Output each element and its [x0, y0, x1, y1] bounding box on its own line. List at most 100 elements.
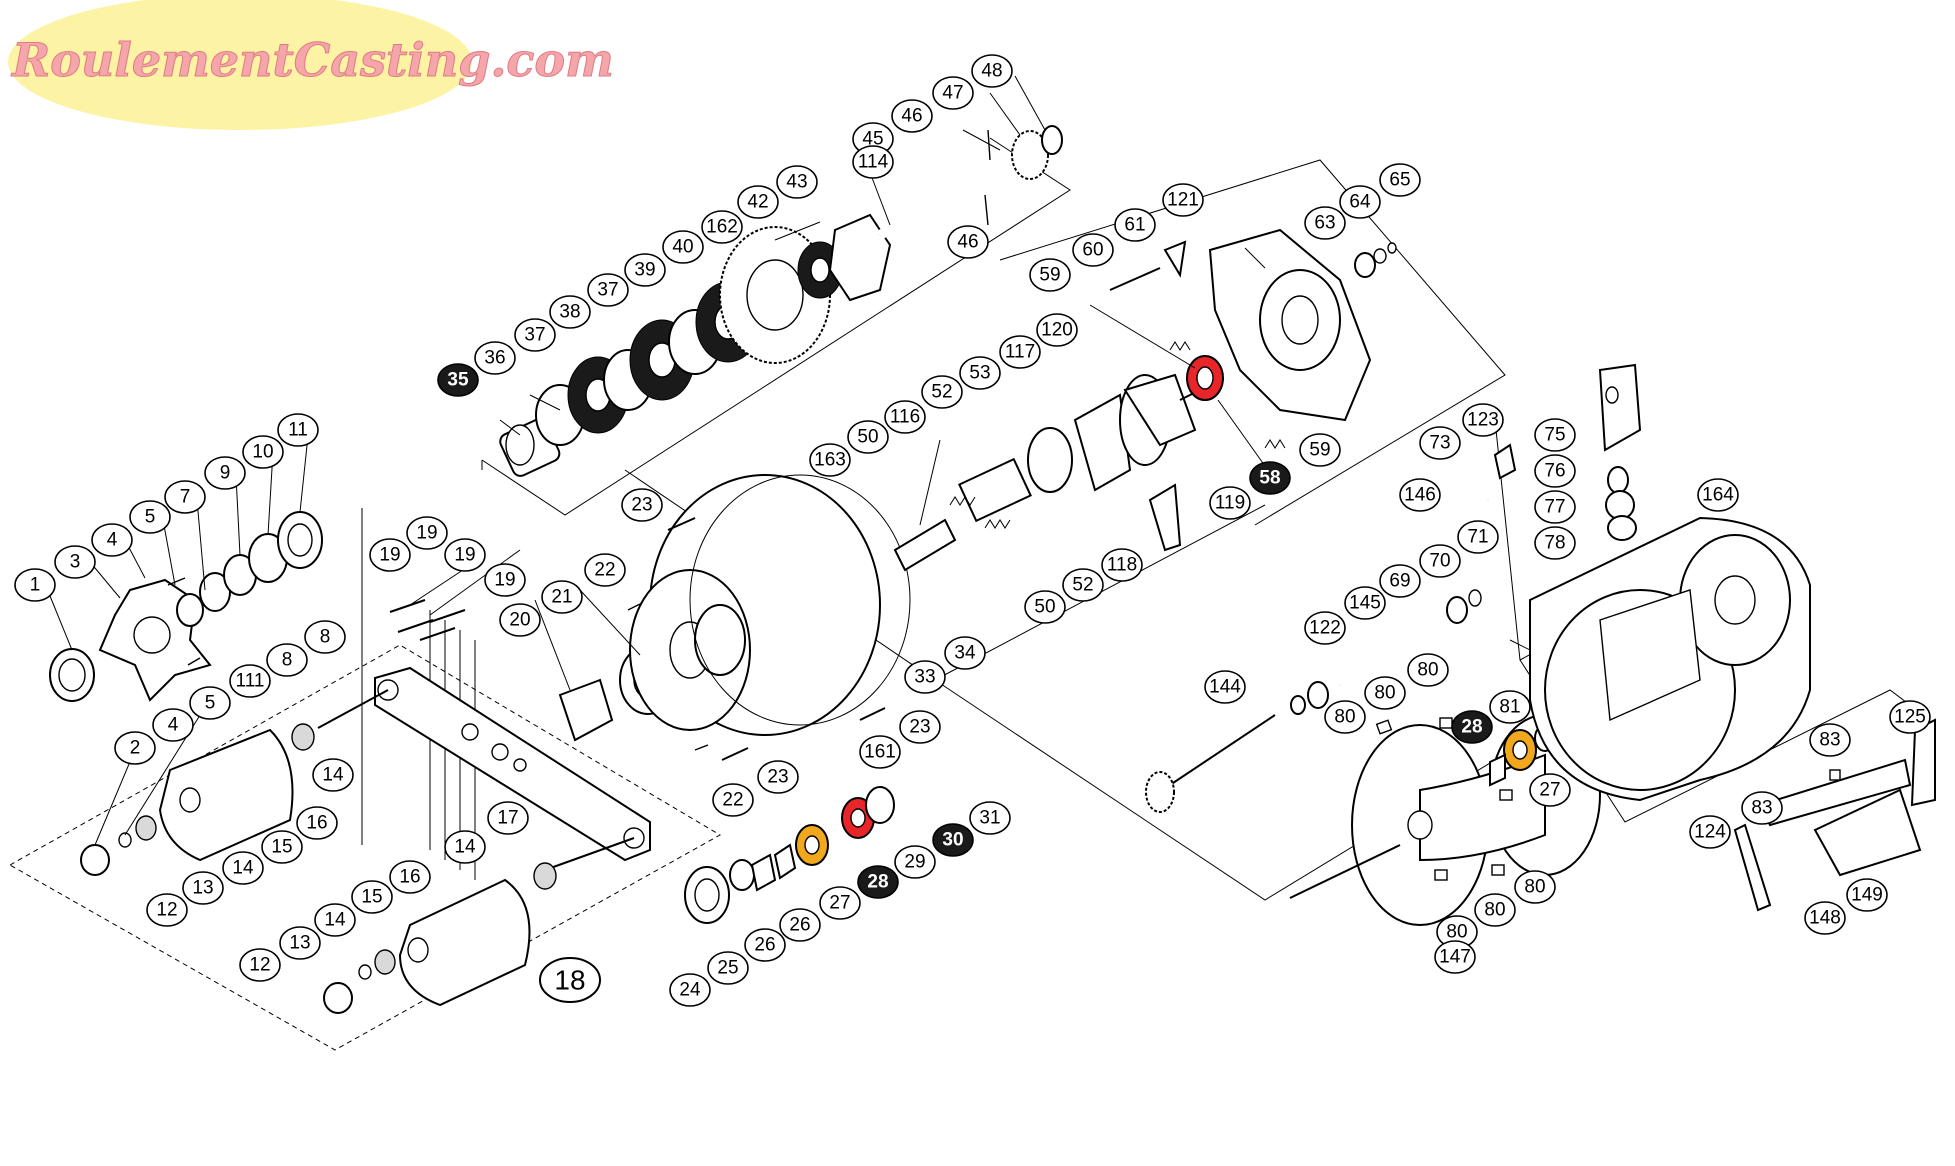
callout-13a: 13 [182, 871, 224, 905]
callout-number: 19 [379, 545, 400, 566]
logo-text: RoulementCasting.com [10, 33, 614, 87]
callout-number: 118 [1107, 555, 1137, 576]
callout-bubble [549, 295, 591, 329]
callout-60: 60 [1072, 233, 1114, 267]
callout-23a: 23 [621, 488, 663, 522]
callout-45: 45 [852, 122, 894, 156]
callout-number: 161 [864, 742, 896, 763]
callout-38: 38 [549, 295, 591, 329]
callout-28b: 28 [1451, 710, 1493, 744]
callout-bubble [1462, 403, 1504, 437]
callout-bubble [487, 801, 529, 835]
callout-bubble [894, 845, 936, 879]
callout-122: 122 [1304, 611, 1346, 645]
callout-bubble [1344, 586, 1386, 620]
callout-23c: 23 [757, 760, 799, 794]
callout-bubble [1474, 893, 1516, 927]
callout-1: 1 [14, 568, 56, 602]
callout-number: 22 [594, 560, 615, 581]
callout-number: 4 [168, 715, 179, 736]
callout-bubble [1804, 901, 1846, 935]
callout-number: 25 [717, 958, 738, 979]
callout-40: 40 [662, 230, 704, 264]
callout-bubble [541, 580, 583, 614]
callout-number: 16 [306, 813, 327, 834]
callout-30: 30 [932, 823, 974, 857]
callout-bubble [1889, 700, 1931, 734]
callout-bubble [152, 708, 194, 742]
callout-42: 42 [737, 185, 779, 219]
callout-19a: 19 [369, 538, 411, 572]
callout-bubble [1809, 723, 1851, 757]
callout-bubble [189, 686, 231, 720]
callout-bubble [484, 563, 526, 597]
callout-164: 164 [1697, 478, 1739, 512]
callout-number: 122 [1309, 618, 1341, 639]
callout-bubble [621, 488, 663, 522]
callout-bubble [1534, 454, 1576, 488]
callout-number: 31 [979, 808, 1000, 829]
callout-bubble [932, 76, 974, 110]
callout-number: 52 [931, 382, 952, 403]
callout-22a: 22 [584, 553, 626, 587]
callout-number: 77 [1544, 497, 1565, 518]
callout-number: 36 [484, 348, 505, 369]
callout-31: 31 [969, 801, 1011, 835]
callout-bubble [947, 225, 989, 259]
callout-number: 73 [1429, 433, 1450, 454]
callout-71: 71 [1457, 520, 1499, 554]
callout-bubble [146, 893, 188, 927]
callout-number: 33 [914, 667, 935, 688]
callout-bubble [1062, 568, 1104, 602]
callout-number: 76 [1544, 461, 1565, 482]
callout-bubble [1514, 870, 1556, 904]
callout-148: 148 [1804, 901, 1846, 935]
callout-bubble [389, 860, 431, 894]
callout-number: 83 [1751, 798, 1772, 819]
callout-bubble [1304, 206, 1346, 240]
callout-bubble [1399, 478, 1441, 512]
callout-125: 125 [1889, 700, 1931, 734]
callout-bubble [1072, 233, 1114, 267]
callout-number: 14 [322, 765, 344, 786]
callout-bubble [1204, 670, 1246, 704]
callout-number: 64 [1349, 192, 1371, 213]
callout-number: 13 [192, 878, 213, 899]
callout-25: 25 [707, 951, 749, 985]
callout-number: 145 [1349, 593, 1381, 614]
callout-bubble [1162, 183, 1204, 217]
callout-number: 23 [767, 767, 788, 788]
callout-bubble [587, 273, 629, 307]
callout-162: 162 [701, 210, 743, 244]
callout-number: 80 [1484, 900, 1505, 921]
callout-number: 47 [942, 83, 963, 104]
callout-16a: 16 [296, 806, 338, 840]
callout-number: 39 [634, 260, 655, 281]
callout-number: 5 [205, 693, 216, 714]
callout-bubble [737, 185, 779, 219]
callout-bubble [444, 830, 486, 864]
callout-number: 71 [1467, 527, 1488, 548]
callout-64: 64 [1339, 185, 1381, 219]
callout-14a: 14 [312, 758, 354, 792]
callout-number: 146 [1404, 485, 1436, 506]
callout-number: 162 [706, 217, 738, 238]
callout-number: 69 [1389, 571, 1410, 592]
callout-19d: 19 [484, 563, 526, 597]
callout-number: 121 [1167, 190, 1199, 211]
callout-146: 146 [1399, 478, 1441, 512]
callout-12a: 12 [146, 893, 188, 927]
callout-bubble [312, 758, 354, 792]
callout-27b: 27 [1529, 773, 1571, 807]
callout-81: 81 [1489, 690, 1531, 724]
callout-number: 48 [981, 61, 1002, 82]
callout-24: 24 [669, 973, 711, 1007]
callout-number: 1 [30, 575, 41, 596]
callout-14d: 14 [444, 830, 486, 864]
callout-number: 119 [1215, 493, 1245, 514]
callout-80b: 80 [1364, 676, 1406, 710]
callout-77: 77 [1534, 490, 1576, 524]
callout-number: 117 [1005, 342, 1035, 363]
callout-5a: 5 [129, 500, 171, 534]
callout-bubble [114, 731, 156, 765]
